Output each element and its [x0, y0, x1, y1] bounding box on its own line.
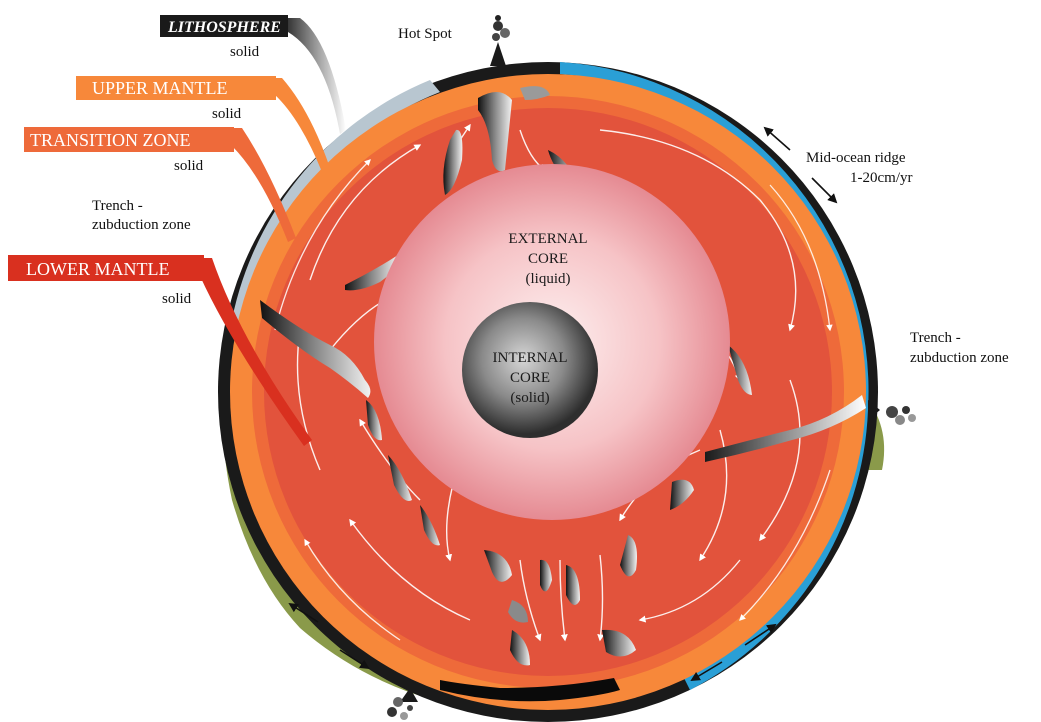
external-core-label-2: CORE: [528, 251, 568, 267]
trench-right-label-1: Trench -: [910, 330, 961, 346]
transition-zone-state: solid: [174, 158, 204, 174]
internal-core-label-1: INTERNAL: [493, 350, 568, 366]
ridge-label-1: Mid-ocean ridge: [806, 150, 906, 166]
trench-left-label-2: zubduction zone: [92, 217, 191, 233]
transition-zone-tag-label: TRANSITION ZONE: [30, 130, 190, 150]
lithosphere-tag-label: LITHOSPHERE: [167, 19, 281, 36]
external-core-label-1: EXTERNAL: [508, 231, 587, 247]
internal-core-label-3: (solid): [510, 390, 549, 406]
lower-mantle-state: solid: [162, 291, 192, 307]
external-core-label-3: (liquid): [526, 271, 571, 287]
upper-mantle-state: solid: [212, 106, 242, 122]
lower-mantle-tag-label: LOWER MANTLE: [26, 259, 169, 279]
ridge-label-2: 1-20cm/yr: [850, 170, 912, 186]
lithosphere-state: solid: [230, 44, 260, 60]
internal-core-label-2: CORE: [510, 370, 550, 386]
trench-right-label-2: zubduction zone: [910, 350, 1009, 366]
upper-mantle-tag-label: UPPER MANTLE: [92, 78, 228, 98]
hot-spot-volcano-icon: [490, 15, 510, 66]
hot-spot-label: Hot Spot: [398, 26, 453, 42]
trench-left-label-1: Trench -: [92, 198, 143, 214]
